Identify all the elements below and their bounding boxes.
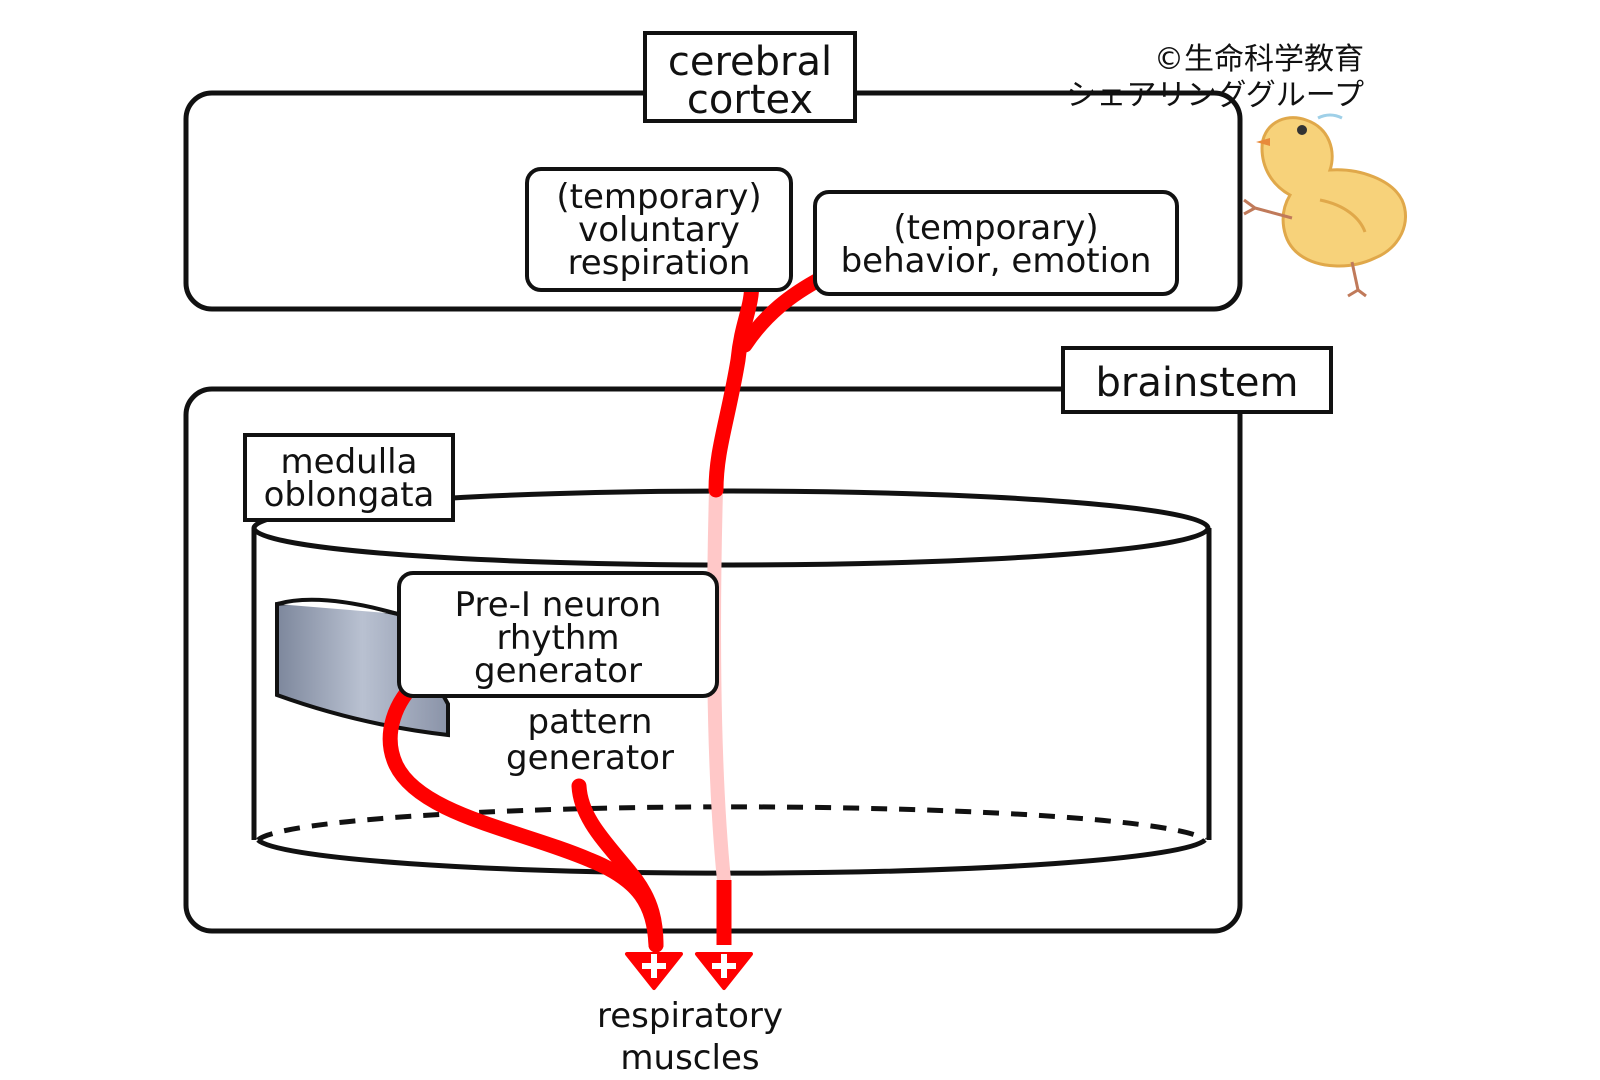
brainstem-title-text: brainstem [1095, 360, 1299, 406]
rhythm-generator-line-1: Pre-I neuron [454, 585, 662, 625]
respiratory-muscles-line-2: muscles [620, 1038, 760, 1078]
behavior-emotion-box: (temporary) behavior, emotion [813, 190, 1179, 296]
arrowhead-left [625, 952, 683, 990]
pattern-pathway [571, 778, 664, 953]
cerebral-cortex-title-line-2: cortex [686, 77, 814, 123]
pattern-generator-line-2: generator [506, 738, 674, 778]
rhythm-generator-box: Pre-I neuron rhythm generator [397, 571, 719, 698]
behavior-line-2: behavior, emotion [840, 241, 1152, 281]
voluntary-line-1: (temporary) [556, 177, 762, 217]
arrowhead-right [695, 952, 753, 990]
voluntary-line-2: voluntary [578, 210, 740, 250]
rhythm-generator-line-2: rhythm [496, 618, 620, 658]
brainstem-region [183, 386, 1243, 934]
copyright-line-1: ©生命科学教育 [1154, 42, 1364, 77]
cerebral-cortex-title: cerebral cortex [643, 31, 857, 123]
copyright-line-2: シェアリンググループ [1066, 78, 1364, 113]
copyright-text: ©生命科学教育 シェアリンググループ [1066, 42, 1364, 114]
rhythm-generator-line-3: generator [474, 651, 642, 691]
behavior-line-1: (temporary) [893, 208, 1099, 248]
pattern-generator-line-1: pattern [527, 702, 653, 742]
cerebral-cortex-title-line-1: cerebral [667, 39, 833, 85]
respiratory-muscles-line-1: respiratory [597, 996, 783, 1036]
brainstem-title: brainstem [1061, 346, 1333, 414]
medulla-oblongata-title: medulla oblongata [243, 433, 455, 522]
medulla-line-2: oblongata [263, 475, 435, 515]
voluntary-respiration-box: (temporary) voluntary respiration [525, 167, 793, 292]
respiratory-muscles-label: respiratory muscles [570, 995, 810, 1079]
chick-mascot-illustration [1243, 113, 1408, 298]
cortical-pathway [708, 270, 830, 945]
pattern-generator-label: pattern generator [490, 704, 690, 776]
voluntary-line-3: respiration [567, 243, 751, 283]
medulla-line-1: medulla [280, 442, 418, 482]
